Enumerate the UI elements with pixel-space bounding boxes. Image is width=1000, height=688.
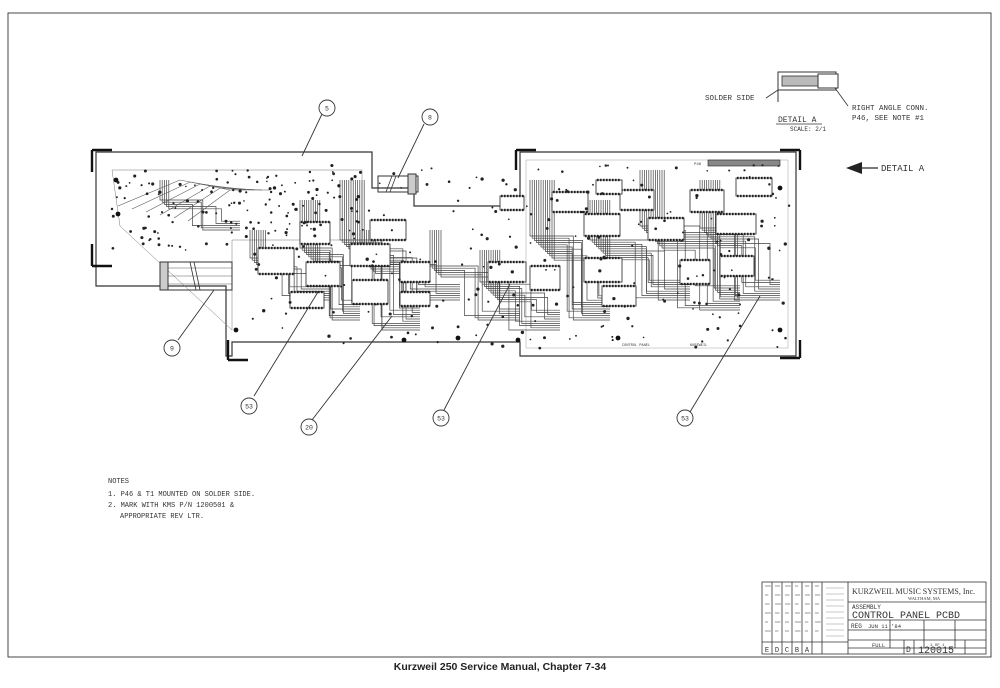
pcb-traces	[117, 170, 780, 331]
drawing-border	[7, 12, 992, 658]
title-block-text: KURZWEIL MUSIC SYSTEMS, Inc. WALTHAM, MA…	[851, 587, 975, 657]
balloon-53-c: 53	[681, 416, 689, 423]
balloon-5: 5	[325, 106, 329, 113]
rev-b: B	[795, 647, 799, 655]
detail-a-scale: SCALE: 2/1	[790, 126, 826, 133]
balloon-9: 9	[170, 346, 174, 353]
ribbon-cable-top	[377, 173, 419, 195]
notes-block: NOTES 1. P46 & T1 MOUNTED ON SOLDER SIDE…	[108, 478, 255, 521]
detail-a-view: SOLDER SIDE RIGHT ANGLE CONN. P46, SEE N…	[705, 71, 929, 133]
rev-a: A	[805, 647, 810, 655]
pcb-board	[90, 148, 802, 362]
rev-e: E	[765, 647, 769, 655]
scale-value: FULL	[872, 642, 885, 649]
right-angle-note-label: P46, SEE NOTE #1	[852, 115, 925, 123]
note-2-continued: APPROPRIATE REV LTR.	[120, 513, 204, 521]
silkscreen-label-left: CONTROL PANEL	[622, 344, 650, 348]
balloon-8: 8	[428, 115, 432, 122]
rev-c: C	[785, 647, 789, 655]
connector-p46: P46	[694, 159, 781, 167]
drawing-number: 120015	[918, 646, 954, 657]
balloon-20: 20	[305, 425, 313, 432]
drawn-date: JUN 11 '84	[868, 623, 902, 630]
notes-heading: NOTES	[108, 478, 129, 486]
right-angle-conn-label: RIGHT ANGLE CONN.	[852, 105, 929, 113]
title-line-1: ASSEMBLY	[852, 604, 881, 611]
ribbon-cable-left	[159, 261, 233, 291]
balloon-numbers: 5 8 9 53 20 53 53	[170, 106, 689, 432]
rev-d: D	[775, 647, 779, 655]
page-caption: Kurzweil 250 Service Manual, Chapter 7-3…	[393, 661, 607, 673]
detail-a-title: DETAIL A	[778, 116, 817, 125]
silkscreen-label-right: KURZWEIL	[690, 344, 707, 348]
solder-side-label: SOLDER SIDE	[705, 95, 755, 103]
title-line-2: CONTROL PANEL PCBD	[852, 611, 960, 622]
revision-tiny-text	[765, 585, 844, 637]
sheet-number: 1 OF 1	[930, 644, 945, 648]
revision-letters: E D C B A	[765, 647, 810, 655]
company-city: WALTHAM, MA	[908, 596, 941, 602]
balloon-53-a: 53	[245, 404, 253, 411]
drawing-size: D	[906, 646, 911, 655]
ic-components	[257, 176, 773, 310]
pcb-pads	[110, 163, 791, 350]
balloon-callouts	[163, 99, 761, 436]
svg-text:P46: P46	[694, 163, 702, 167]
balloon-53-b: 53	[437, 416, 445, 423]
note-1: 1. P46 & T1 MOUNTED ON SOLDER SIDE.	[108, 491, 255, 499]
detail-a-pointer-label: DETAIL A	[881, 164, 925, 174]
company-name: KURZWEIL MUSIC SYSTEMS, Inc.	[852, 587, 975, 596]
drawn-label: REG	[851, 623, 862, 630]
note-2: 2. MARK WITH KMS P/N 1200501 &	[108, 502, 235, 510]
title-block	[761, 581, 987, 655]
detail-a-pointer: DETAIL A	[846, 162, 925, 174]
